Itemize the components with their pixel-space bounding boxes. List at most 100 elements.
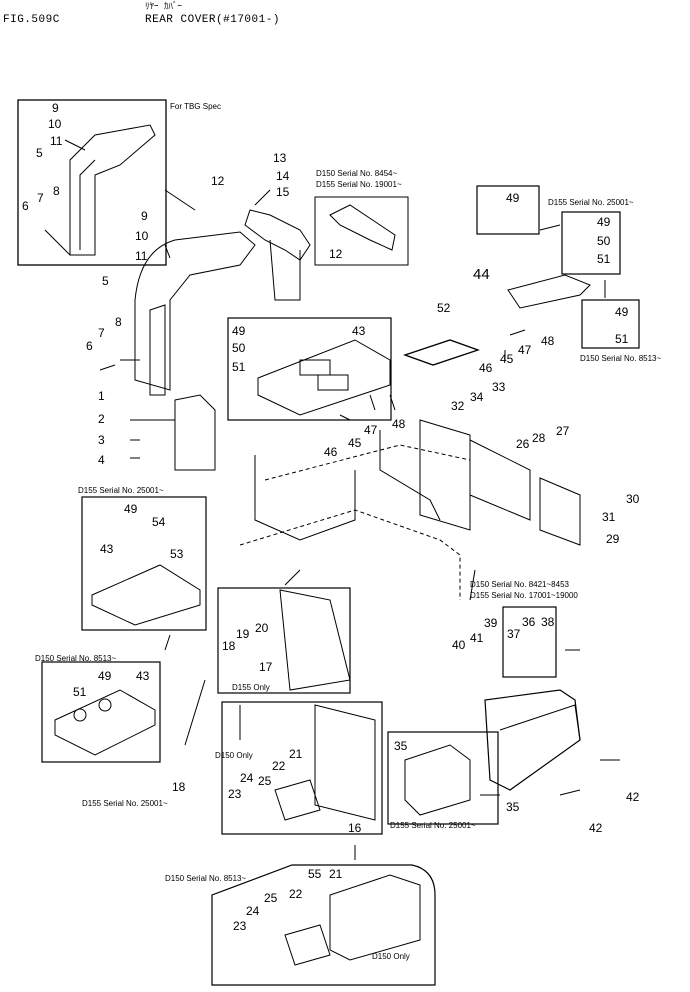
panel-part-17 <box>279 589 351 691</box>
callout: 14 <box>276 169 290 183</box>
callout: 24 <box>240 771 254 785</box>
note-d155-25001-a: D155 Serial No. 25001~ <box>548 198 634 207</box>
cover-part-35 <box>484 689 581 791</box>
tbg-spec-frame <box>17 99 167 266</box>
callout: 1 <box>98 389 105 403</box>
callout: 3 <box>98 433 105 447</box>
callout: 2 <box>98 412 105 426</box>
callout: 50 <box>232 341 246 355</box>
callout: 26 <box>516 437 530 451</box>
callout: 47 <box>518 343 532 357</box>
callout: 41 <box>470 631 484 645</box>
callout: 49 <box>98 669 112 683</box>
note-d155-25001-c: D155 Serial No. 25001~ <box>82 799 168 808</box>
box-part-35 <box>387 731 499 825</box>
callout: 51 <box>232 360 246 374</box>
callout: 23 <box>228 787 242 801</box>
bracket-part-44 <box>507 274 591 309</box>
note-d155-25001-d: D155 Serial No. 25001~ <box>390 821 476 830</box>
callout: 17 <box>259 660 273 674</box>
box-part-17 <box>217 587 351 694</box>
callout: 51 <box>597 252 611 266</box>
callout: 49 <box>597 215 611 229</box>
callout: 9 <box>52 101 59 115</box>
callout: 18 <box>222 639 236 653</box>
callout: 43 <box>100 542 114 556</box>
callout: 49 <box>232 324 246 338</box>
callout: 28 <box>532 431 546 445</box>
callout: 36 <box>522 615 536 629</box>
callout: 54 <box>152 515 166 529</box>
callout: 7 <box>37 191 44 205</box>
callout: 10 <box>48 117 62 131</box>
callout: 20 <box>255 621 269 635</box>
callout: 34 <box>470 390 484 404</box>
callout: 21 <box>329 867 343 881</box>
callout: 16 <box>348 821 362 835</box>
callout: 21 <box>289 747 303 761</box>
callout: 31 <box>602 510 616 524</box>
callout: 51 <box>615 332 629 346</box>
box-49-50-51 <box>561 211 621 275</box>
box-49-top <box>476 185 540 235</box>
callout: 11 <box>50 134 63 148</box>
note-d155-only: D155 Only <box>232 683 270 692</box>
callout: 45 <box>500 352 514 366</box>
callout: 12 <box>329 247 343 261</box>
callout: 25 <box>264 891 278 905</box>
panel-part-29 <box>539 477 581 546</box>
callout: 42 <box>589 821 603 835</box>
box-part-37-38 <box>502 606 557 678</box>
callout: 52 <box>437 301 451 315</box>
callout: 35 <box>394 739 408 753</box>
callout: 11 <box>135 249 148 263</box>
tbg-rear-cover <box>69 124 156 256</box>
callout: 45 <box>348 436 362 450</box>
callout: 9 <box>141 209 148 223</box>
callout: 42 <box>626 790 640 804</box>
rear-cover-part-5 <box>134 231 256 391</box>
box-part-16 <box>221 701 383 835</box>
callout: 49 <box>506 191 520 205</box>
note-d150-8513-a: D150 Serial No. 8513~ <box>580 354 662 363</box>
callout: 10 <box>135 229 149 243</box>
box-bottom-d150 <box>211 864 436 986</box>
callout: 32 <box>451 399 465 413</box>
note-d150-8421: D150 Serial No. 8421~8453 <box>470 580 569 589</box>
box-43-d150 <box>41 661 161 763</box>
panel-part-21 <box>329 874 421 961</box>
callout: 40 <box>452 638 466 652</box>
callout: 7 <box>98 326 105 340</box>
pad-part-52 <box>403 339 480 366</box>
callout: 49 <box>124 502 138 516</box>
callout: 6 <box>86 339 93 353</box>
callout: 30 <box>626 492 640 506</box>
note-d155-19001: D155 Serial No. 19001~ <box>316 180 402 189</box>
callout: 33 <box>492 380 506 394</box>
callout: 43 <box>136 669 150 683</box>
note-d155-25001-b: D155 Serial No. 25001~ <box>78 486 164 495</box>
callout: 35 <box>506 800 520 814</box>
callout: 37 <box>507 627 521 641</box>
callout: 46 <box>324 445 338 459</box>
callout: 5 <box>36 146 43 160</box>
note-d150-8513-b: D150 Serial No. 8513~ <box>35 654 117 663</box>
callout: 15 <box>276 185 290 199</box>
callout: 22 <box>289 887 303 901</box>
callout: 22 <box>272 759 286 773</box>
callout: 46 <box>479 361 493 375</box>
callout: 19 <box>236 627 250 641</box>
callout: 39 <box>484 616 498 630</box>
panel-part-32 <box>419 419 471 531</box>
bracket-part-1 <box>174 394 216 471</box>
callout: 50 <box>597 234 611 248</box>
plate-43-d155 <box>91 564 201 626</box>
callout: 5 <box>102 274 109 288</box>
panel-part-26 <box>469 439 531 521</box>
callout: 25 <box>258 774 272 788</box>
callout: 8 <box>53 184 60 198</box>
callout: 29 <box>606 532 620 546</box>
callout: 47 <box>364 423 378 437</box>
page-title: REAR COVER(#17001-) <box>145 14 280 26</box>
